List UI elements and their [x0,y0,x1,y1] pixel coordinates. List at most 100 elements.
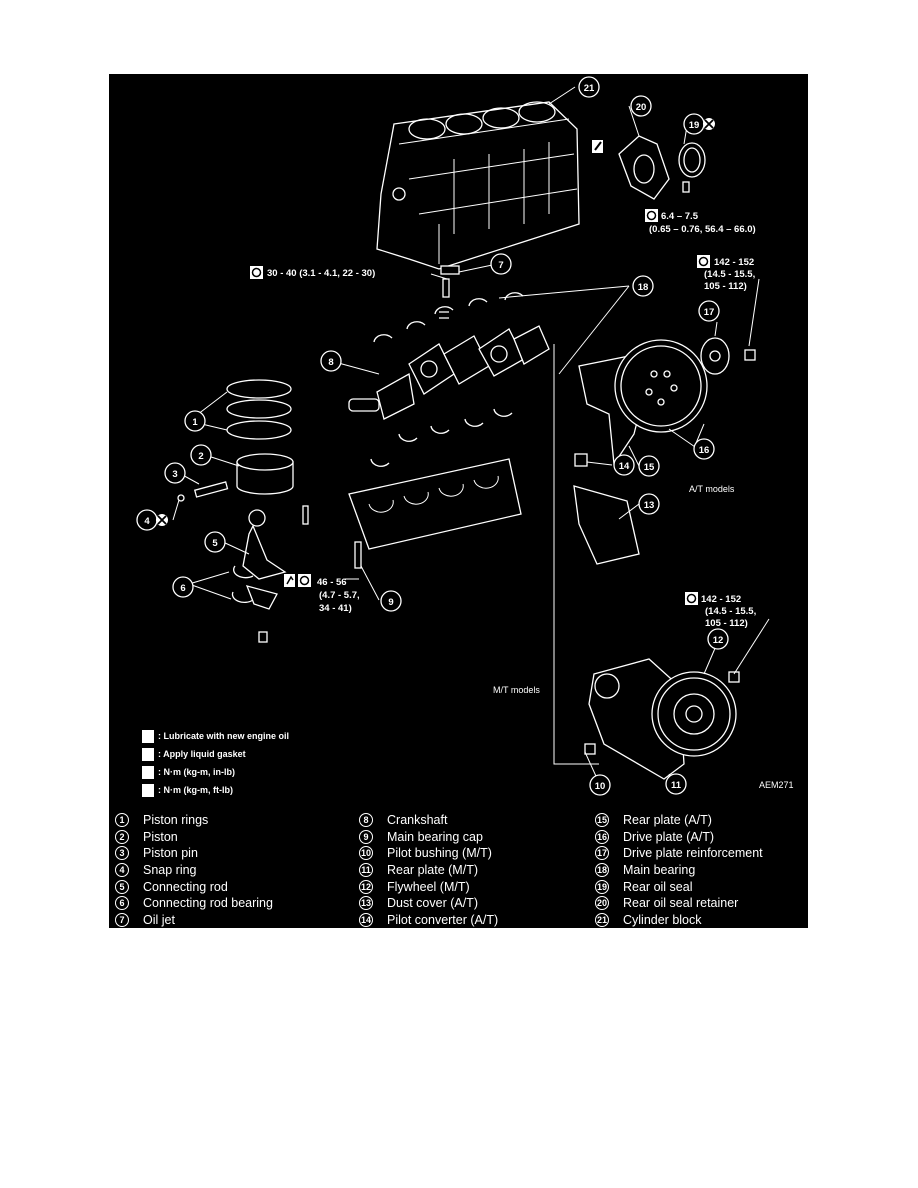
legend-part-name: Dust cover (A/T) [387,896,478,911]
legend-part-name: Piston [143,829,178,844]
engine-exploded-view: 21 20 19 7 18 17 8 1 2 16 15 14 3 13 4 5… [136,76,794,796]
key-row-torque-inlb: : N·m (kg-m, in-lb) [142,763,362,781]
legend-part-name: Drive plate reinforcement [623,846,763,861]
legend-part-name: Rear plate (M/T) [387,863,478,878]
legend-part-name: Crankshaft [387,813,448,828]
legend-part-name: Main bearing cap [387,829,483,844]
callout-6: 6 [172,576,194,598]
crankshaft-drawing [348,325,550,420]
legend-number: 21 [595,912,609,927]
legend-item: 21 Cylinder block [595,912,808,928]
callout-16: 16 [693,438,715,460]
legend-number: 20 [595,896,609,911]
figure-code: AEM271 [759,780,794,790]
legend-number: 16 [595,829,609,844]
legend-number: 3 [115,846,129,861]
mt-models-label: M/T models [493,685,540,695]
torque-main-cap-line3: 34 - 41) [319,603,352,614]
oil-can-icon [142,729,154,743]
callout-7: 7 [490,253,512,275]
at-flywheel-group-drawing [573,337,756,565]
legend-number: 6 [115,896,129,911]
legend-number: 2 [115,829,129,844]
legend-item: 2 Piston [115,829,345,846]
callout-19: 19 [683,113,705,135]
legend-item: 9 Main bearing cap [359,829,589,846]
legend-number: 14 [359,912,373,927]
torque-mt-flywheel-line3: 105 - 112) [705,618,748,629]
callout-18: 18 [632,275,654,297]
svg-text:13: 13 [644,500,655,511]
callout-14: 14 [613,454,635,476]
legend-number: 15 [595,813,609,828]
callout-20: 20 [630,95,652,117]
legend-part-name: Main bearing [623,863,696,878]
legend-item: 18 Main bearing [595,862,808,879]
svg-text:4: 4 [144,516,150,527]
legend-item: 8 Crankshaft [359,812,589,829]
legend-column-3: 15 Rear plate (A/T) 16 Drive plate (A/T) 1… [595,812,808,928]
legend-item: 16 Drive plate (A/T) [595,829,808,846]
callout-9: 9 [380,590,402,612]
legend-part-name: Connecting rod bearing [143,896,273,911]
lower-main-bearings-drawing [370,408,513,467]
svg-text:14: 14 [619,461,630,472]
callout-3: 3 [164,462,186,484]
svg-text:21: 21 [584,83,595,94]
torque-at-plate-line3: 105 - 112) [704,281,747,292]
legend-part-name: Snap ring [143,863,197,878]
callout-13: 13 [638,493,660,515]
svg-text:8: 8 [328,357,333,368]
torque-oil-jet: 30 - 40 (3.1 - 4.1, 22 - 30) [267,268,375,279]
svg-text:7: 7 [498,260,503,271]
legend-part-name: Pilot converter (A/T) [387,912,499,927]
legend-number: 9 [359,829,373,844]
callout-4: 4 [136,509,158,531]
symbol-key: : Lubricate with new engine oil : Apply … [142,727,362,799]
torque-mt-flywheel-line1: 142 - 152 [701,594,741,605]
legend-number: 10 [359,846,373,861]
callout-11: 11 [665,773,687,795]
legend-number: 4 [115,863,129,878]
oil-jet-drawing [440,265,460,298]
legend-number: 5 [115,879,129,894]
piston-assembly-drawing [177,379,294,502]
svg-text:6: 6 [180,583,185,594]
callout-8: 8 [320,350,342,372]
legend-number: 8 [359,813,373,828]
main-bearing-caps-drawing [348,458,522,569]
svg-text:2: 2 [198,451,203,462]
torque-rear-seal-line2: (0.65 – 0.76, 56.4 – 66.0) [649,224,756,235]
legend-item: 6 Connecting rod bearing [115,895,345,912]
gasket-brush-icon [142,747,154,761]
legend-item: 12 Flywheel (M/T) [359,878,589,895]
torque-main-cap-line1: 46 - 56 [317,577,347,588]
legend-item: 15 Rear plate (A/T) [595,812,808,829]
svg-text:12: 12 [713,635,724,646]
callout-15: 15 [638,455,660,477]
legend-part-name: Flywheel (M/T) [387,879,470,894]
legend-part-name: Cylinder block [623,912,702,927]
key-text-torque-inlb: : N·m (kg-m, in-lb) [158,767,235,777]
legend-part-name: Drive plate (A/T) [623,829,714,844]
rear-seal-retainer-drawing [618,135,706,200]
legend-part-name: Rear plate (A/T) [623,813,712,828]
callout-21: 21 [578,76,600,98]
legend-number: 12 [359,879,373,894]
torque-main-cap-line2: (4.7 - 5.7, [319,590,360,601]
callout-5: 5 [204,531,226,553]
key-row-torque-ftlb: : N·m (kg-m, ft-lb) [142,781,362,799]
legend-number: 18 [595,863,609,878]
cylinder-block-drawing [376,101,580,270]
svg-text:1: 1 [192,417,198,428]
legend-number: 7 [115,912,129,927]
